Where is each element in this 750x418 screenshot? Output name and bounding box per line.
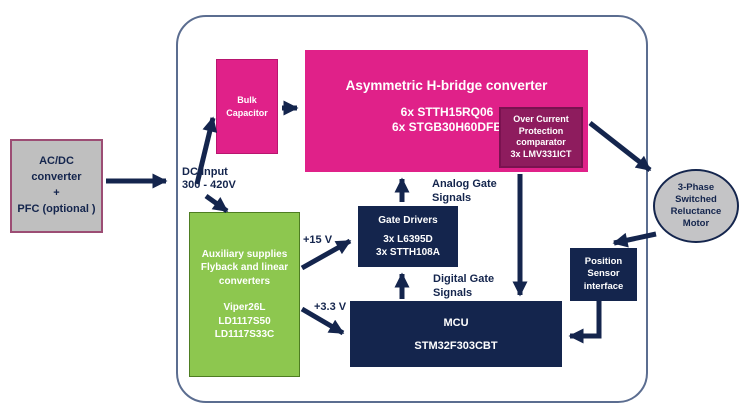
aux-title: Auxiliary supplies Flyback and linear co… — [200, 248, 289, 287]
dc-input-label: DC Input 300 - 420V — [182, 166, 236, 192]
acdc-converter-block: AC/DC converter + PFC (optional ) — [10, 139, 103, 233]
analog-gate-signals-label: Analog Gate Signals — [432, 178, 497, 205]
plus-15v-label: +15 V — [303, 234, 333, 246]
hbridge-parts: 6x STTH15RQ06 6x STGB30H60DFB — [391, 105, 503, 135]
hbridge-title: Asymmetric H-bridge converter — [345, 78, 548, 93]
auxiliary-supplies-block: Auxiliary supplies Flyback and linear co… — [189, 212, 300, 377]
motor-label: 3-Phase Switched Reluctance Motor — [670, 182, 722, 229]
system-boundary — [176, 15, 648, 403]
plus-3v3-label: +3.3 V — [314, 301, 347, 313]
bulk-capacitor-block: Bulk Capacitor — [216, 59, 278, 154]
ocp-part: 3x LMV331ICT — [510, 149, 572, 160]
gate-drivers-parts: 3x L6395D 3x STTH108A — [376, 234, 440, 258]
mcu-block: MCU STM32F303CBT — [350, 301, 562, 367]
mcu-part: STM32F303CBT — [414, 339, 498, 352]
digital-gate-signals-label: Digital Gate Signals — [433, 273, 495, 300]
gate-drivers-block: Gate Drivers 3x L6395D 3x STTH108A — [358, 206, 458, 267]
acdc-converter-label: AC/DC converter + PFC (optional ) — [17, 155, 96, 215]
gate-drivers-title: Gate Drivers — [378, 215, 438, 226]
overcurrent-protection-block: Over Current Protection comparator 3x LM… — [499, 107, 583, 168]
mcu-title: MCU — [443, 316, 469, 329]
bulk-capacitor-label: Bulk Capacitor — [226, 94, 268, 118]
ocp-title: Over Current Protection comparator — [513, 114, 569, 148]
position-sensor-interface-block: Position Sensor interface — [570, 248, 637, 301]
position-sensor-label: Position Sensor interface — [583, 255, 624, 292]
motor-ellipse: 3-Phase Switched Reluctance Motor — [653, 169, 739, 243]
aux-parts: Viper26L LD1117S50 LD1117S33C — [214, 302, 275, 340]
